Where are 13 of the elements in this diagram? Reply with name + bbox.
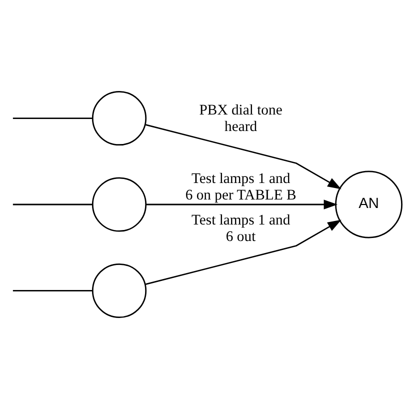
node-circle: [92, 177, 147, 232]
node-circle: [92, 90, 147, 146]
connector: [12, 290, 92, 292]
node-circle: [92, 263, 147, 318]
connector: [12, 204, 92, 206]
node-circle: AN: [335, 170, 402, 238]
edge-label: Test lamps 1 and 6 out: [191, 212, 290, 246]
connector: [12, 118, 92, 119]
arrow: [146, 200, 338, 210]
arrow: [145, 124, 342, 190]
edge-label: Test lamps 1 and 6 on per TABLE B: [185, 171, 296, 204]
edge-label: PBX dial tone heard: [199, 102, 282, 135]
arrow: [145, 220, 342, 285]
